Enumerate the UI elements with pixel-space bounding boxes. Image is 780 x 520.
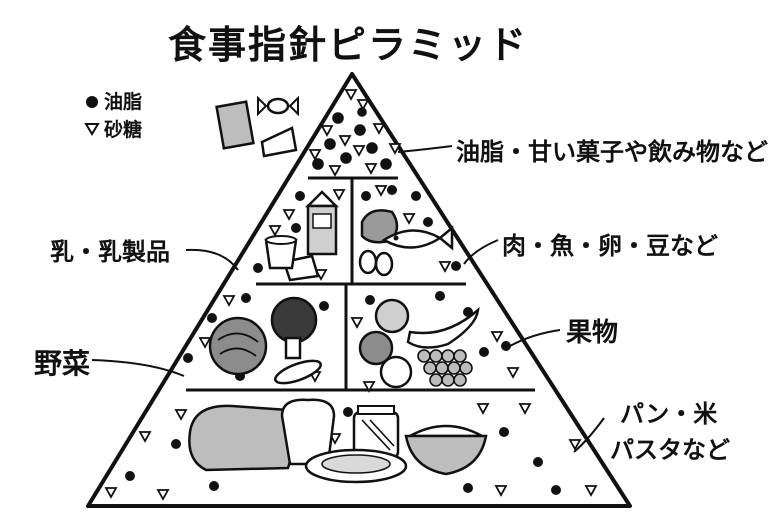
top-tier-triangles xyxy=(308,89,402,177)
legend-fat: 油脂 xyxy=(80,88,142,116)
label-meat: 肉・魚・卵・豆など xyxy=(502,232,718,260)
broccoli-icon xyxy=(270,296,318,360)
banana-icon xyxy=(406,306,480,349)
milk-cup-icon xyxy=(264,235,298,270)
label-dairy: 乳・乳製品 xyxy=(50,238,170,266)
pyramid-outline xyxy=(86,72,632,508)
legend-dot-marker xyxy=(86,96,98,108)
grapes-icon xyxy=(417,349,473,387)
meat-icon xyxy=(360,209,399,244)
dairy-tier-markers xyxy=(253,189,346,282)
legend-sugar-label: 砂糖 xyxy=(104,119,143,141)
page-title: 食事指針ピラミッド xyxy=(168,23,529,67)
egg-icon xyxy=(358,249,394,277)
sweets-icon xyxy=(215,95,299,158)
top-tier-markers xyxy=(312,107,392,170)
pasta-plate-icon xyxy=(304,448,408,484)
grain-tier-markers xyxy=(104,398,598,501)
carrot-icon xyxy=(274,359,322,385)
label-grains: パン・米 パスタなど xyxy=(610,396,730,468)
fruit-basket-top-icon xyxy=(374,298,410,334)
apple-icon xyxy=(358,330,413,389)
sliced-bread-icon xyxy=(280,398,336,466)
label-oil-sweets: 油脂・甘い菓子や飲み物など xyxy=(456,138,768,166)
label-vegetables: 野菜 xyxy=(34,347,91,380)
leader-lines xyxy=(91,145,605,453)
fish-icon xyxy=(381,225,454,251)
milk-carton-icon xyxy=(304,190,340,256)
legend-triangle-marker xyxy=(84,123,100,136)
legend: 油脂 砂糖 xyxy=(80,88,142,144)
label-grains-line1: パン・米 xyxy=(620,400,718,428)
label-fruit: 果物 xyxy=(566,318,619,348)
label-grains-line2: パスタなど xyxy=(610,436,730,464)
rice-bowl-icon xyxy=(404,424,488,476)
legend-sugar: 砂糖 xyxy=(80,116,142,144)
meat-tier-markers xyxy=(358,185,461,277)
legend-fat-label: 油脂 xyxy=(104,91,143,113)
pasta-jar-icon xyxy=(352,405,400,460)
cabbage-icon xyxy=(208,316,268,376)
vegetable-tier-markers xyxy=(183,293,329,385)
fruit-tier-markers xyxy=(350,291,520,393)
bread-loaf-icon xyxy=(188,404,296,472)
